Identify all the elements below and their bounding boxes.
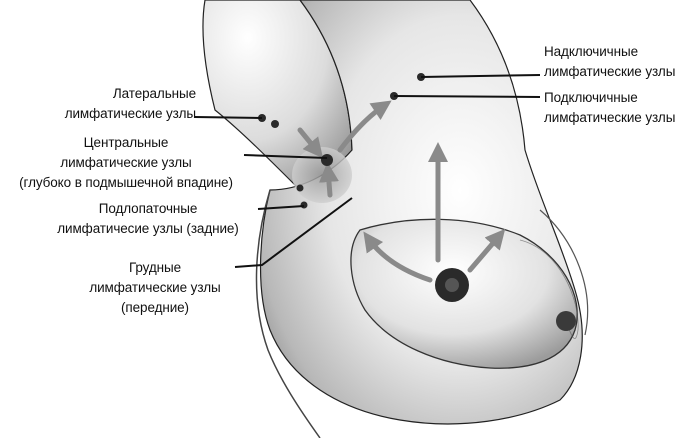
axilla-shadow	[292, 147, 352, 203]
leader-lateral	[195, 117, 262, 118]
label-subscapular-nodes: Подлопаточные лимфатичесие узлы (задние)	[36, 199, 260, 239]
label-lateral-nodes: Латеральные лимфатические узлы	[20, 84, 196, 124]
leader-infraclavicular	[394, 96, 540, 97]
label-infraclavicular-nodes: Подключичные лимфатические узлы	[544, 88, 684, 128]
label-supraclavicular-nodes: Надключичные лимфатические узлы	[544, 42, 684, 82]
subscapular-node-1	[297, 185, 304, 192]
central-node	[321, 154, 333, 166]
arrow-pectoral-to-central	[328, 170, 330, 195]
nipple	[445, 278, 459, 292]
label-pectoral-nodes: Грудные лимфатические узлы (передние)	[70, 258, 240, 318]
lateral-node-2	[271, 120, 279, 128]
right-nipple	[556, 311, 576, 331]
label-central-nodes: Центральные лимфатические узлы (глубоко …	[0, 133, 252, 193]
subscapular-node-2	[301, 202, 308, 209]
